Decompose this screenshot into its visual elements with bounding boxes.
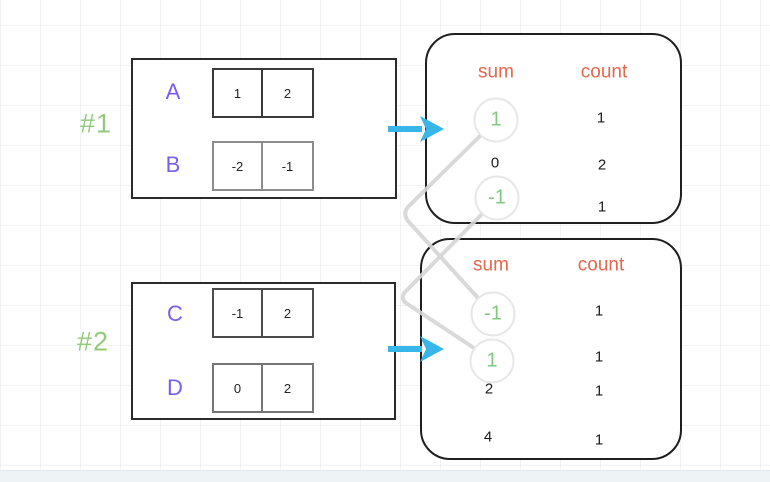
table-2-sum-header: sum [473,254,509,276]
table-1-row-2-sum: -1 [488,186,506,209]
array-a-cell-1: 2 [263,68,314,118]
array-d-cell-1: 2 [263,363,314,413]
table-1-row-0-count: 1 [596,109,606,127]
example-1-sum-table [425,33,682,224]
table-1-row-1-sum: 0 [490,154,500,172]
table-1-count-header: count [580,61,628,83]
table-2-row-3-count: 1 [594,431,604,449]
array-c-value-0: -1 [231,305,244,321]
array-a-cell-0: 1 [212,68,263,118]
array-c-value-1: 2 [283,305,292,321]
array-a-value-0: 1 [233,85,242,101]
table-1-row-1-count: 2 [597,156,607,174]
table-1-sum-header: sum [478,61,514,83]
table-2-row-1-count: 1 [594,348,604,366]
array-c-cell-1: 2 [263,288,314,338]
array-b-cell-0: -2 [212,141,263,191]
table-2-row-0-sum: -1 [484,302,502,325]
array-a-cells: 1 2 [212,68,314,118]
example-1-label: #1 [79,108,113,139]
table-2-count-header: count [577,254,625,276]
highlight-circle: 1 [469,338,515,384]
array-d-cell-0: 0 [212,363,263,413]
example-2-label: #2 [76,326,110,357]
array-a-name: A [165,79,181,104]
highlight-circle: -1 [470,291,516,337]
array-c-name: C [167,301,183,326]
array-b-value-1: -1 [281,158,294,174]
grid-bottom-band [0,470,770,482]
table-2-row-0-count: 1 [594,302,604,320]
array-b-cell-1: -1 [263,141,314,191]
table-2-row-3-sum: 4 [483,428,493,446]
table-2-row-2-sum: 2 [484,380,494,398]
table-2-row-1-sum: 1 [486,349,498,372]
array-a-value-1: 2 [283,85,292,101]
array-d-value-1: 2 [283,380,292,396]
array-d-value-0: 0 [233,380,242,396]
array-b-value-0: -2 [231,158,244,174]
array-d-cells: 0 2 [212,363,314,413]
array-b-name: B [165,152,181,177]
table-1-row-0-sum: 1 [490,108,502,131]
highlight-circle: 1 [473,97,519,143]
example-2-sum-table [420,238,682,460]
array-b-cells: -2 -1 [212,141,314,191]
array-c-cell-0: -1 [212,288,263,338]
array-c-cells: -1 2 [212,288,314,338]
table-2-row-2-count: 1 [594,382,604,400]
highlight-circle: -1 [474,175,520,221]
array-d-name: D [167,375,183,400]
table-1-row-2-count: 1 [597,198,607,216]
